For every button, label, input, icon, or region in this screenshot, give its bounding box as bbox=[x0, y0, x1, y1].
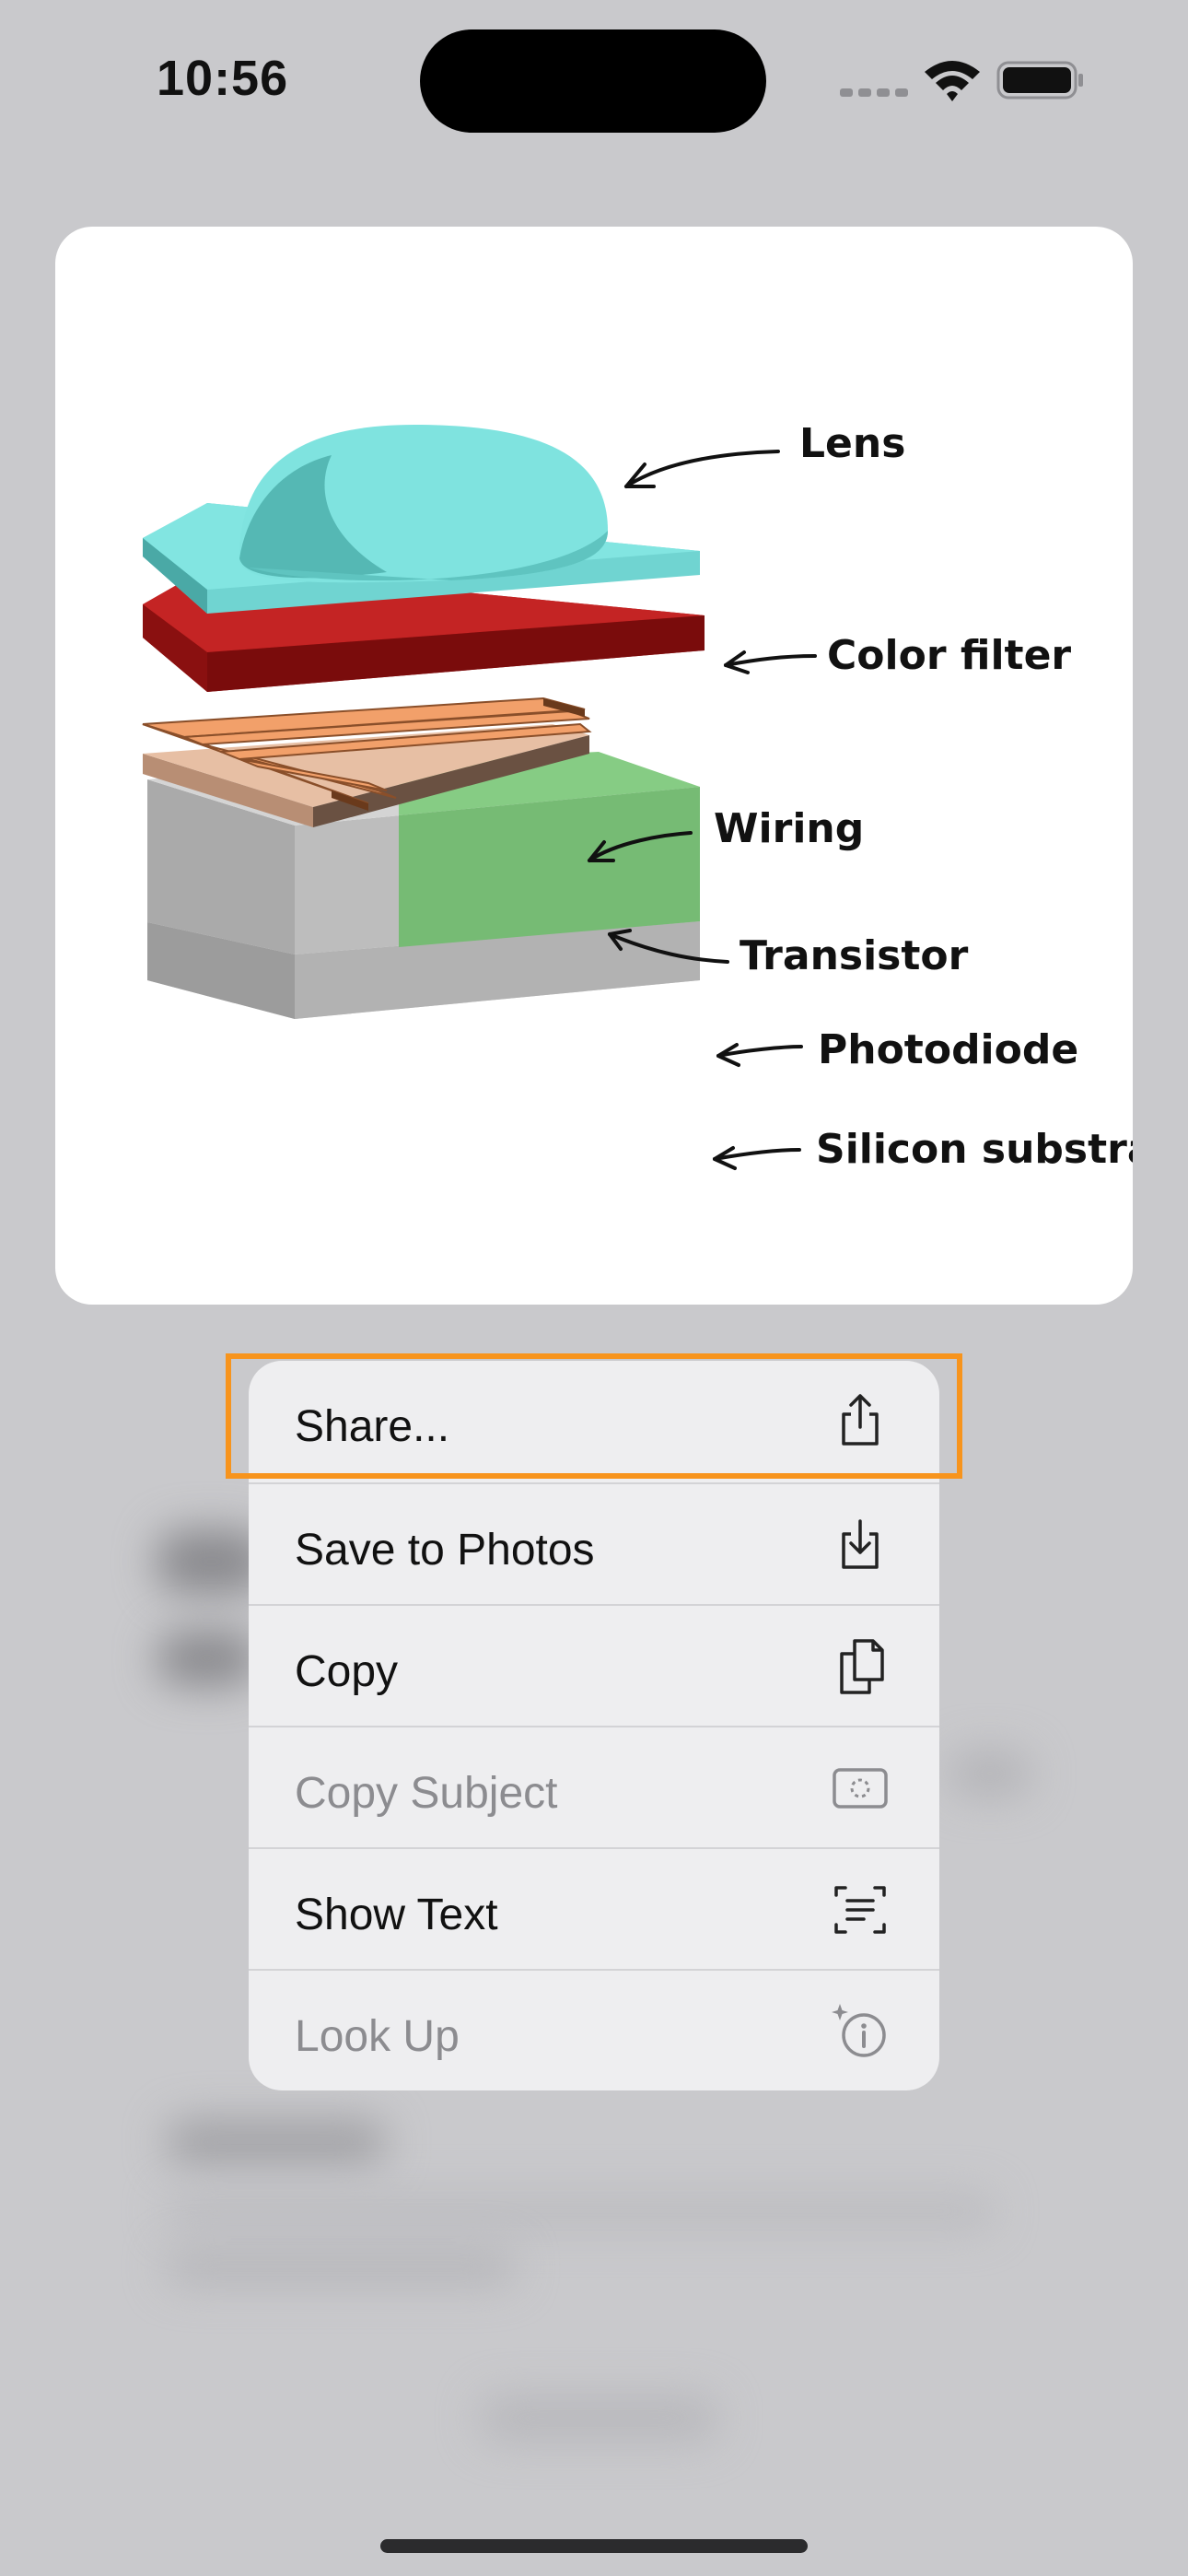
image-sensor-diagram: Lens Color filter Wiring Transistor Phot… bbox=[142, 420, 1133, 1173]
label-transistor: Transistor bbox=[740, 932, 969, 979]
save-to-photos-icon bbox=[842, 1519, 879, 1569]
blurred-text bbox=[157, 1631, 258, 1686]
copy-subject-icon bbox=[833, 1768, 888, 1809]
menu-item-share[interactable]: Share... bbox=[249, 1361, 939, 1482]
menu-item-label: Look Up bbox=[295, 2012, 460, 2061]
image-preview: Lens Color filter Wiring Transistor Phot… bbox=[55, 227, 1133, 1305]
battery-icon bbox=[996, 61, 1083, 100]
label-photodiode: Photodiode bbox=[818, 1026, 1078, 1073]
label-color-filter: Color filter bbox=[827, 632, 1071, 679]
blurred-text bbox=[166, 2248, 516, 2285]
copy-icon bbox=[840, 1639, 884, 1694]
menu-item-copy-subject[interactable]: Copy Subject bbox=[249, 1726, 939, 1847]
blurred-text bbox=[479, 2395, 718, 2441]
status-bar: 10:56 bbox=[0, 0, 1188, 157]
label-wiring: Wiring bbox=[714, 805, 864, 852]
menu-item-look-up[interactable]: Look Up bbox=[249, 1969, 939, 2090]
label-lens: Lens bbox=[799, 420, 905, 467]
status-time: 10:56 bbox=[157, 51, 289, 106]
menu-item-label: Copy bbox=[295, 1647, 399, 1696]
menu-item-copy[interactable]: Copy bbox=[249, 1604, 939, 1726]
blurred-text bbox=[949, 1751, 1031, 1797]
wifi-icon bbox=[925, 61, 980, 101]
blurred-text bbox=[166, 2119, 387, 2165]
menu-item-save-to-photos[interactable]: Save to Photos bbox=[249, 1482, 939, 1604]
dynamic-island bbox=[420, 29, 766, 133]
menu-item-label: Share... bbox=[295, 1402, 450, 1451]
menu-item-label: Show Text bbox=[295, 1891, 498, 1939]
menu-item-label: Save to Photos bbox=[295, 1526, 595, 1575]
label-silicon-substrate: Silicon substrate bbox=[816, 1126, 1133, 1173]
blurred-text bbox=[166, 2193, 995, 2230]
show-text-icon bbox=[834, 1886, 886, 1934]
cellular-signal-icon bbox=[840, 85, 914, 101]
home-indicator[interactable] bbox=[380, 2539, 808, 2553]
menu-item-label: Copy Subject bbox=[295, 1769, 558, 1818]
menu-item-show-text[interactable]: Show Text bbox=[249, 1847, 939, 1969]
context-menu: Share... Save to Photos Copy Copy Subjec… bbox=[249, 1361, 939, 2090]
share-icon bbox=[842, 1394, 879, 1446]
look-up-icon bbox=[832, 2004, 886, 2057]
